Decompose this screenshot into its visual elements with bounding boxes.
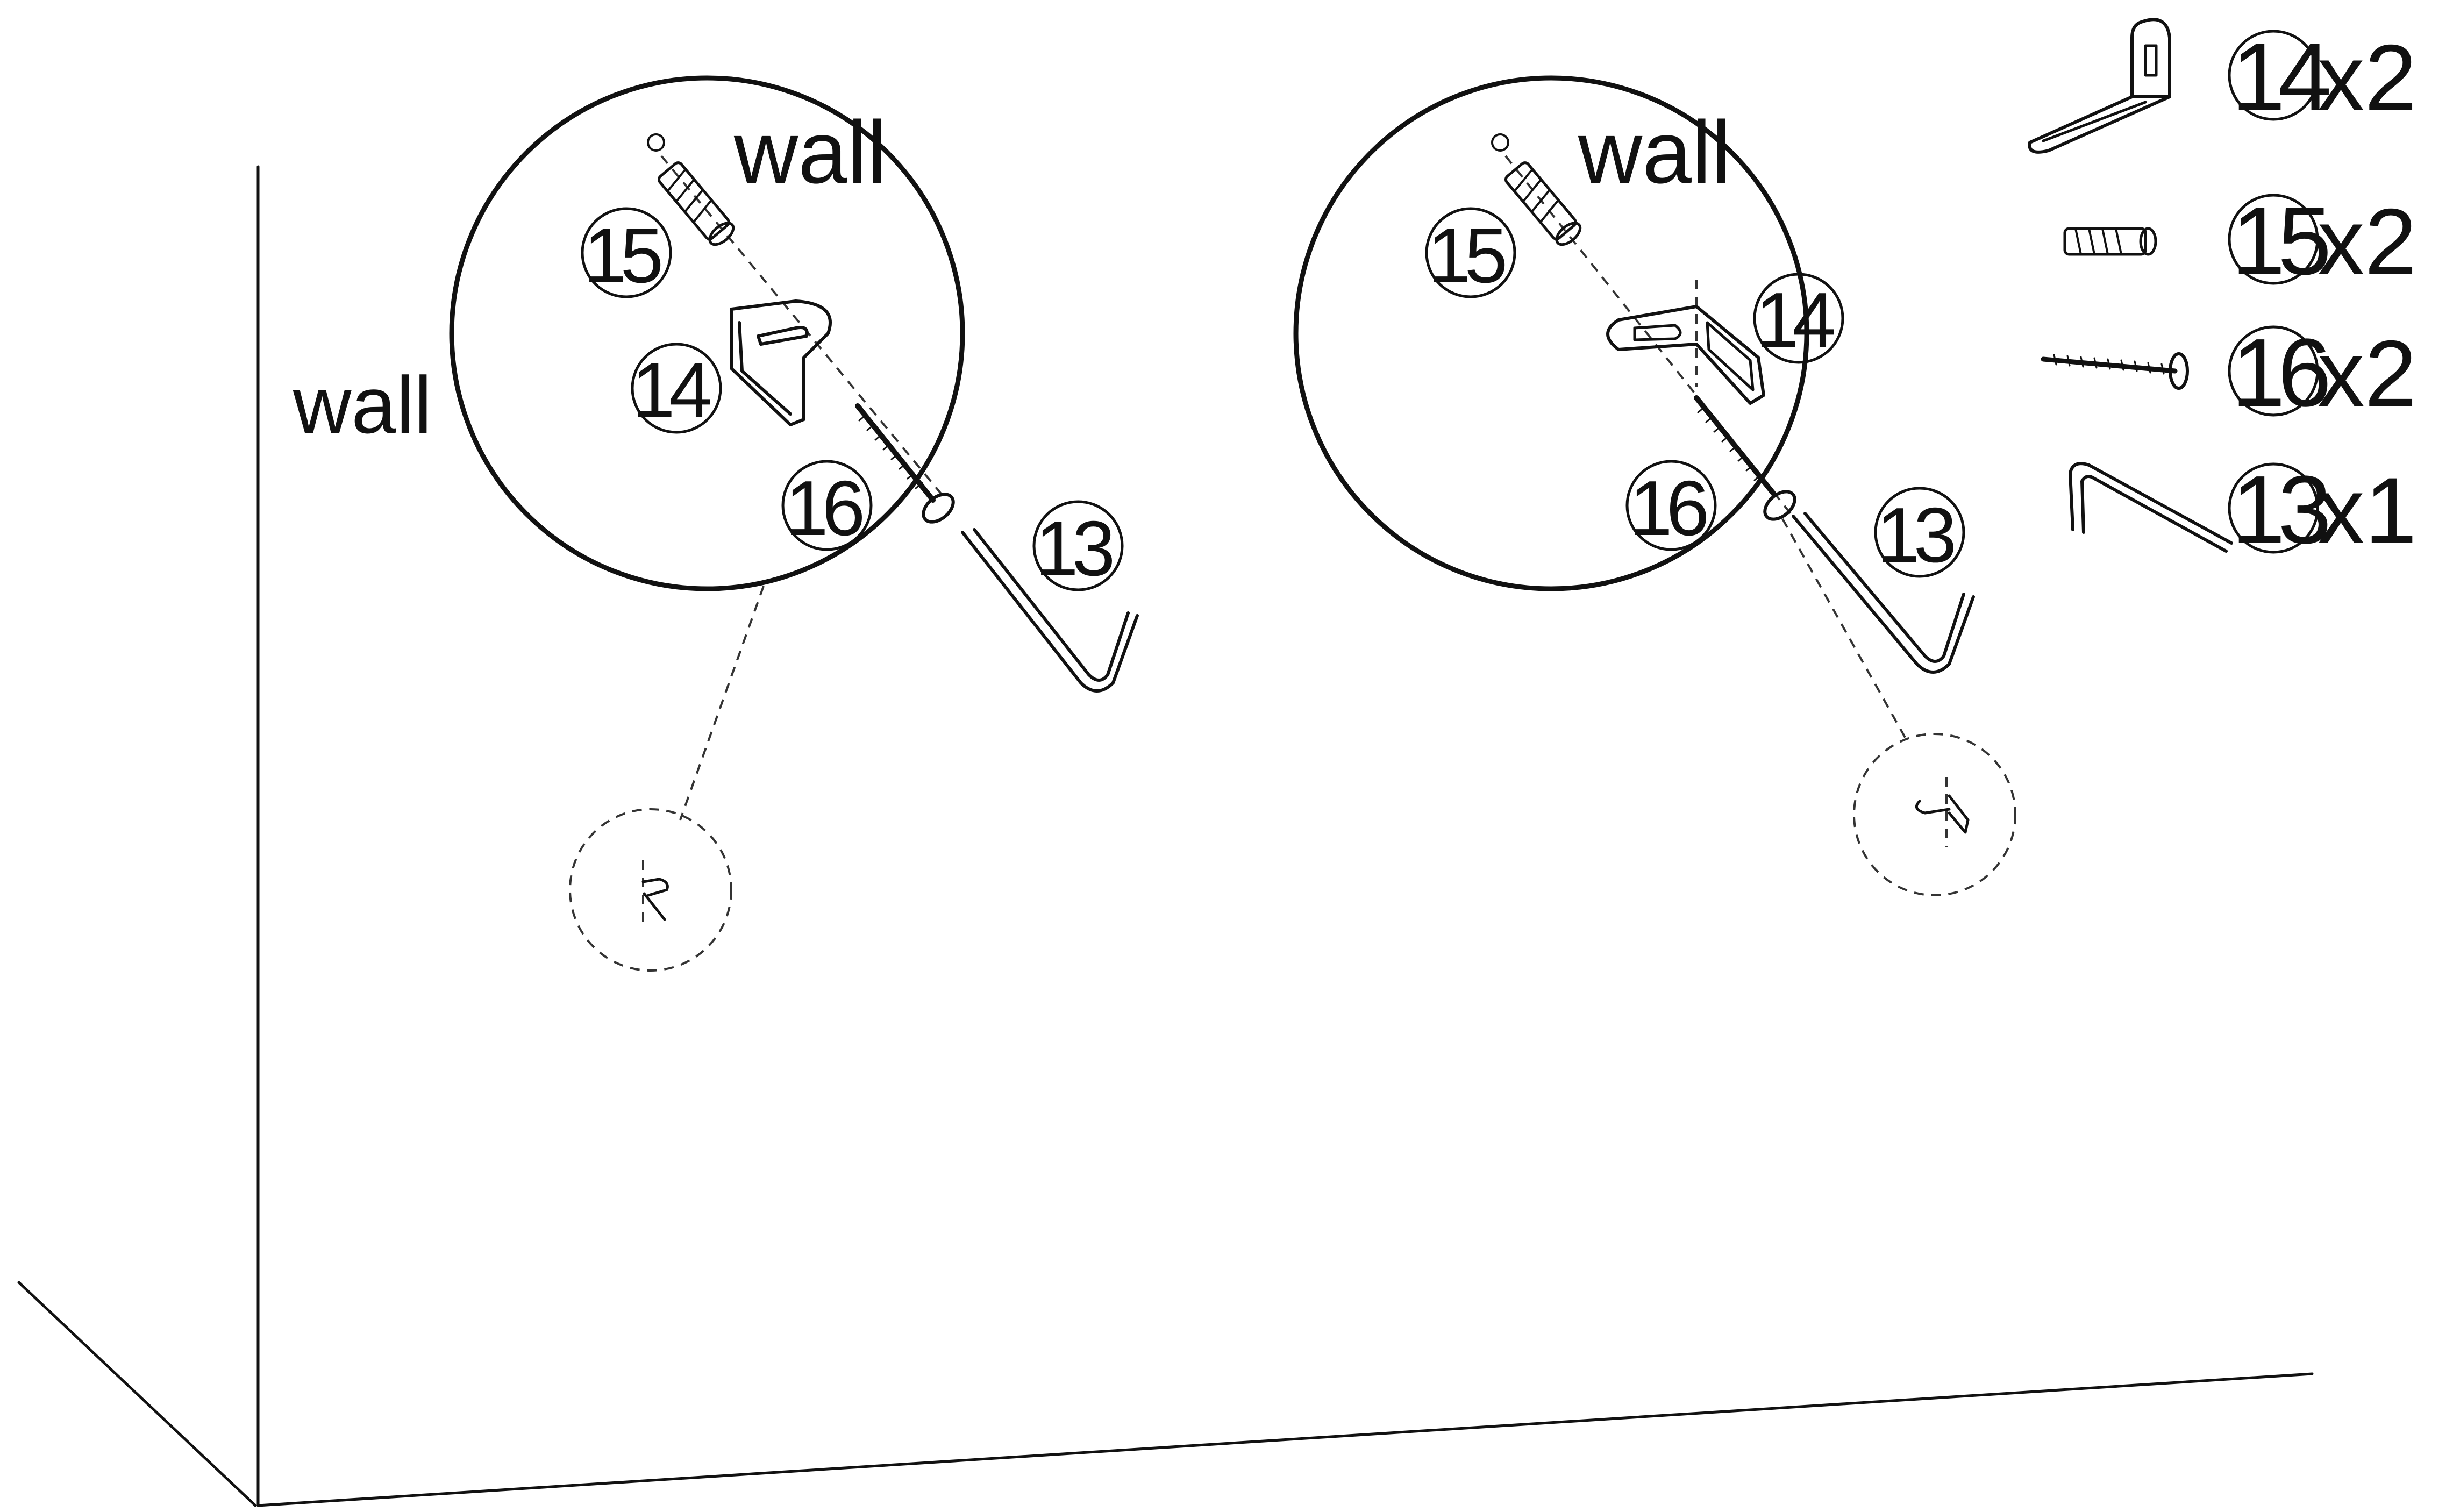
parts-number-circle (2228, 194, 2319, 285)
parts-quantity: x1 (2318, 459, 2417, 564)
parts-quantity: x2 (2318, 26, 2417, 131)
leader-line (679, 586, 765, 821)
location-callout-circle (1853, 733, 2016, 896)
callout-screw-number: 16 (785, 465, 862, 552)
leader-line (1781, 518, 1907, 740)
detail-right: wall 15 14 16 13 (1293, 75, 2016, 896)
parts-list-item: 14 x2 (2028, 18, 2417, 154)
floor-back-edge (256, 1372, 2314, 1507)
screw-icon (855, 403, 955, 524)
l-bracket-icon (730, 299, 832, 426)
magnifier-circle (449, 75, 965, 591)
callout-anchor-number: 15 (1428, 212, 1505, 299)
magnifier-wall-label: wall (1578, 103, 1731, 202)
floor-left-edge (17, 1281, 257, 1507)
callout-screw-circle (1625, 460, 1717, 551)
parts-list-item: 16 x2 (2041, 319, 2417, 427)
allen-key-icon (1792, 512, 1975, 674)
callout-key-number: 13 (1877, 491, 1954, 579)
parts-quantity: x2 (2318, 322, 2417, 426)
parts-list-item: 13 x1 (2069, 456, 2417, 564)
screw-icon (1694, 395, 1796, 521)
callout-key-number: 13 (1035, 505, 1113, 592)
parts-number: 14 (2231, 23, 2329, 131)
l-bracket-icon (2028, 18, 2171, 154)
callout-anchor-circle (1425, 207, 1516, 298)
parts-number-circle (2228, 462, 2319, 554)
callout-anchor-number: 15 (583, 212, 661, 299)
alignment-axis (660, 155, 947, 501)
location-callout-circle (569, 808, 732, 972)
callout-screw-circle (781, 460, 873, 551)
parts-number: 13 (2231, 456, 2328, 564)
callout-bracket-number: 14 (1756, 276, 1834, 363)
drill-hole (1491, 133, 1509, 152)
wall-label: wall (293, 360, 432, 450)
magnifier-circle (1293, 75, 1809, 591)
parts-number-circle (2228, 30, 2319, 121)
parts-list: 14 x2 15 x2 16 x2 (2028, 18, 2417, 564)
callout-screw-number: 16 (1629, 465, 1707, 552)
mini-bracket-icon (641, 860, 669, 925)
allen-key-icon (961, 528, 1139, 693)
allen-key-icon (2069, 462, 2233, 553)
callout-key-circle (1874, 487, 1965, 578)
parts-number: 15 (2231, 187, 2328, 295)
detail-left: wall 15 14 16 13 (449, 75, 1139, 972)
parts-quantity: x2 (2318, 190, 2417, 295)
parts-list-item: 15 x2 (2063, 187, 2417, 295)
callout-anchor-circle (581, 207, 672, 298)
l-bracket-icon (1606, 280, 1765, 405)
wall-anchor-icon (2063, 227, 2157, 256)
screw-icon (2041, 352, 2189, 390)
wall-anchor-icon (658, 161, 735, 246)
mini-bracket-icon (1915, 777, 1970, 847)
callout-key-circle (1032, 500, 1124, 591)
callout-bracket-circle (1753, 273, 1844, 364)
callout-bracket-circle (631, 343, 722, 434)
wall-anchor-icon (1504, 161, 1582, 246)
magnifier-wall-label: wall (733, 103, 887, 202)
parts-number: 16 (2231, 319, 2328, 427)
room-outline (17, 165, 2314, 1507)
drill-hole (647, 133, 665, 152)
parts-number-circle (2228, 325, 2319, 417)
